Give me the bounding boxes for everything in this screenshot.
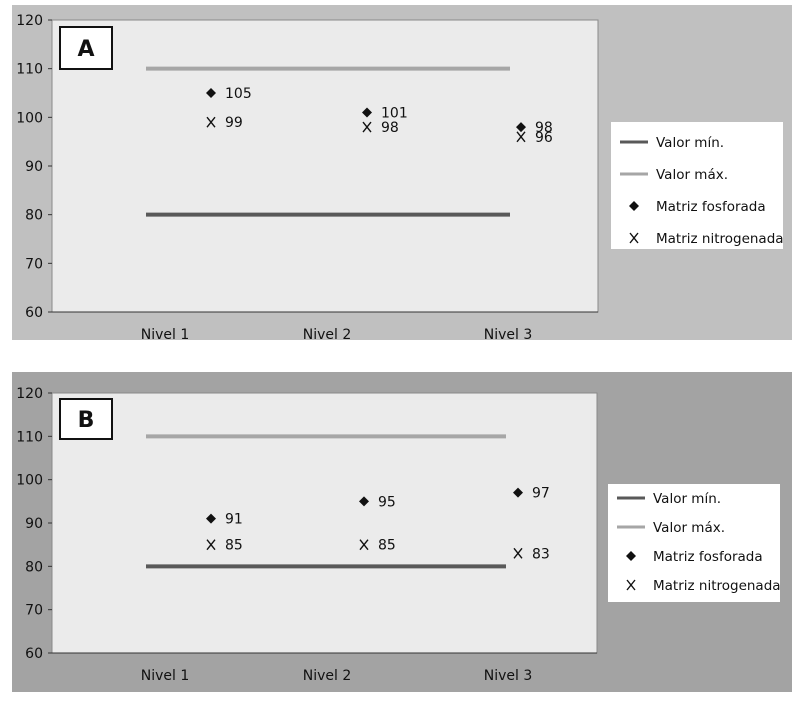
x-marker [362,121,372,133]
y-tick-label: 60 [25,305,43,321]
legend-label: Valor máx. [653,520,725,536]
x-marker [359,539,369,551]
diamond-marker [516,122,526,133]
y-tick-label: 120 [16,386,43,402]
data-label: 91 [225,512,243,528]
legend-label: Valor mín. [656,135,724,151]
legend-box [608,484,780,602]
legend-diamond-swatch [626,551,636,561]
diamond-marker [206,513,216,524]
x-tick-label: Nivel 3 [484,327,533,343]
diamond-marker [362,107,372,118]
y-tick-label: 70 [25,603,43,619]
x-tick-label: Nivel 1 [141,668,190,684]
x-marker [206,116,216,128]
data-label: 97 [532,486,550,502]
legend-diamond-swatch [629,201,639,211]
diamond-marker [513,487,523,498]
diamond-marker [359,496,369,507]
data-label: 85 [378,538,396,554]
legend-label: Matriz fosforada [653,549,763,565]
legend-label: Valor mín. [653,491,721,507]
x-tick-label: Nivel 2 [303,327,352,343]
y-tick-label: 60 [25,646,43,662]
y-tick-label: 100 [16,473,43,489]
diamond-marker [206,88,216,98]
legend-x-swatch [629,232,639,244]
y-tick-label: 90 [25,159,43,175]
y-tick-label: 80 [25,559,43,575]
y-tick-label: 90 [25,516,43,532]
x-tick-label: Nivel 2 [303,668,352,684]
x-marker [513,547,523,559]
panel-label-box [59,26,113,70]
data-label: 101 [381,105,408,121]
data-label: 98 [381,120,399,136]
legend-x-swatch [626,579,636,591]
panel-label: A [77,37,94,62]
x-marker [206,539,216,551]
x-tick-label: Nivel 1 [141,327,190,343]
data-label: 99 [225,115,243,131]
x-marker [516,131,526,143]
x-tick-label: Nivel 3 [484,668,533,684]
y-tick-label: 80 [25,208,43,224]
plot-area [51,392,598,654]
plot-area [51,19,599,313]
data-label: 83 [532,546,550,562]
panel-label-box [59,398,113,440]
legend-label: Matriz fosforada [656,199,766,215]
panel-label: B [78,408,95,433]
y-tick-label: 120 [16,13,43,29]
data-label: 98 [535,120,553,136]
legend-label: Valor máx. [656,167,728,183]
y-tick-label: 110 [16,62,43,78]
y-tick-label: 100 [16,110,43,126]
legend-label: Matriz nitrogenada [653,578,781,594]
y-tick-label: 70 [25,256,43,272]
y-tick-label: 110 [16,429,43,445]
legend-label: Matriz nitrogenada [656,231,784,247]
data-label: 95 [378,494,396,510]
data-label: 96 [535,130,553,146]
data-label: 85 [225,538,243,554]
data-label: 105 [225,86,252,102]
